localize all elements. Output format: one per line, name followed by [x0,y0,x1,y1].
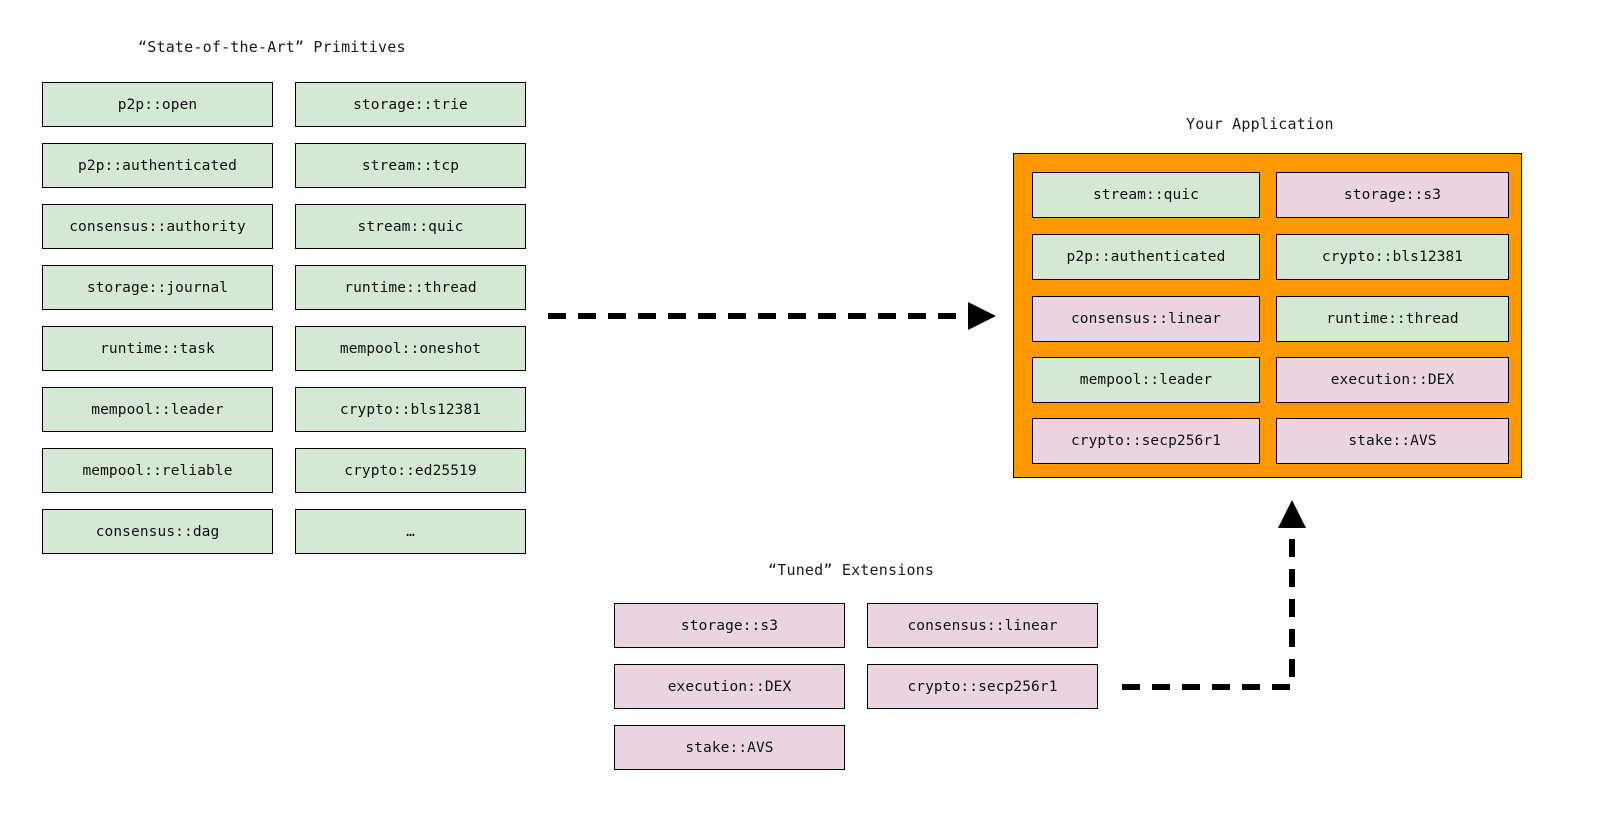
extension-node[interactable]: consensus::linear [867,603,1098,648]
primitive-node[interactable]: stream::tcp [295,143,526,188]
arrow-extensions-to-application [1122,500,1306,690]
primitive-node[interactable]: stream::quic [295,204,526,249]
application-node[interactable]: execution::DEX [1276,357,1509,403]
application-node[interactable]: crypto::bls12381 [1276,234,1509,280]
primitive-node[interactable]: mempool::oneshot [295,326,526,371]
arrow-shaft [1122,528,1295,690]
primitive-node[interactable]: storage::trie [295,82,526,127]
arrow-head-right [968,302,996,330]
primitive-node[interactable]: p2p::authenticated [42,143,273,188]
application-section-title: Your Application [1186,115,1334,133]
extension-node[interactable]: execution::DEX [614,664,845,709]
application-node[interactable]: mempool::leader [1032,357,1260,403]
application-panel: stream::quic p2p::authenticated consensu… [1013,153,1522,478]
arrow-head-up [1278,500,1306,528]
application-node[interactable]: crypto::secp256r1 [1032,418,1260,464]
application-node[interactable]: consensus::linear [1032,296,1260,342]
primitive-node[interactable]: runtime::task [42,326,273,371]
extension-node[interactable]: storage::s3 [614,603,845,648]
application-node[interactable]: runtime::thread [1276,296,1509,342]
primitive-node[interactable]: crypto::bls12381 [295,387,526,432]
primitive-node[interactable]: p2p::open [42,82,273,127]
primitive-node[interactable]: consensus::dag [42,509,273,554]
primitive-node-ellipsis[interactable]: … [295,509,526,554]
primitives-section-title: “State-of-the-Art” Primitives [138,38,406,56]
extension-node[interactable]: stake::AVS [614,725,845,770]
primitive-node[interactable]: mempool::reliable [42,448,273,493]
extension-node[interactable]: crypto::secp256r1 [867,664,1098,709]
primitive-node[interactable]: runtime::thread [295,265,526,310]
arrow-primitives-to-application [548,302,996,330]
application-node[interactable]: stream::quic [1032,172,1260,218]
primitive-node[interactable]: crypto::ed25519 [295,448,526,493]
application-node[interactable]: storage::s3 [1276,172,1509,218]
extensions-section-title: “Tuned” Extensions [768,561,935,579]
application-node[interactable]: stake::AVS [1276,418,1509,464]
primitive-node[interactable]: consensus::authority [42,204,273,249]
primitive-node[interactable]: mempool::leader [42,387,273,432]
application-node[interactable]: p2p::authenticated [1032,234,1260,280]
primitive-node[interactable]: storage::journal [42,265,273,310]
